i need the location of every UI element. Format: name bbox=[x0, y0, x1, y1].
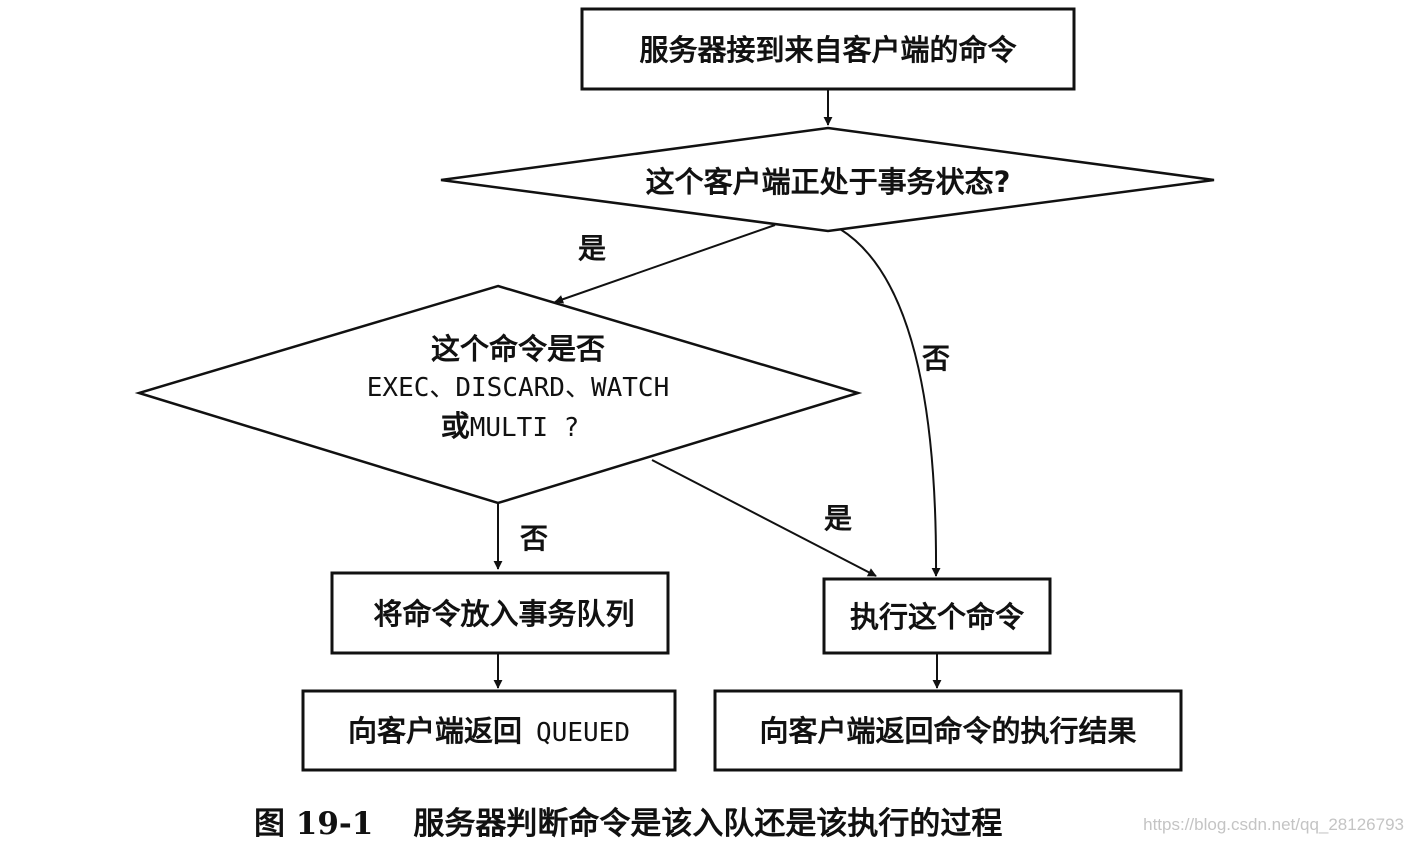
node-special-command-line3-prefix: 或 bbox=[441, 409, 470, 443]
edge-label-special-no: 否 bbox=[520, 522, 548, 555]
node-return-queued-label: 向客户端返回 QUEUED bbox=[348, 714, 630, 748]
node-enqueue-command: 将命令放入事务队列 bbox=[330, 571, 670, 655]
figure-caption: 图 19-1 服务器判断命令是该入队还是该执行的过程 bbox=[254, 806, 1002, 842]
node-return-result: 向客户端返回命令的执行结果 bbox=[713, 689, 1183, 772]
node-return-result-label: 向客户端返回命令的执行结果 bbox=[759, 714, 1136, 748]
node-in-transaction-check: 这个客户端正处于事务状态? bbox=[440, 126, 1215, 233]
node-receive-command-label: 服务器接到来自客户端的命令 bbox=[639, 33, 1017, 67]
node-execute-command-label: 执行这个命令 bbox=[850, 600, 1025, 634]
edge-transaction-no bbox=[839, 228, 941, 577]
node-execute-command: 执行这个命令 bbox=[822, 577, 1052, 655]
node-special-command-check: 这个命令是否 EXEC、DISCARD、WATCH 或MULTI ? bbox=[134, 284, 863, 505]
edge-transaction-yes bbox=[554, 224, 776, 304]
node-return-queued-code: QUEUED bbox=[536, 718, 630, 748]
edge-label-transaction-yes: 是 bbox=[578, 232, 606, 265]
watermark: https://blog.csdn.net/qq_28126793 bbox=[1143, 815, 1404, 834]
node-enqueue-command-label: 将命令放入事务队列 bbox=[373, 597, 634, 631]
figure-caption-number: 图 19-1 bbox=[254, 806, 373, 842]
edge-special-yes bbox=[651, 459, 877, 577]
node-receive-command: 服务器接到来自客户端的命令 bbox=[580, 7, 1076, 91]
node-special-command-line1: 这个命令是否 bbox=[431, 332, 605, 366]
node-in-transaction-check-label: 这个客户端正处于事务状态? bbox=[646, 165, 1011, 199]
node-return-queued-prefix: 向客户端返回 bbox=[348, 714, 522, 748]
node-special-command-line3-code: MULTI ? bbox=[470, 413, 580, 443]
edge-label-transaction-no: 否 bbox=[922, 342, 950, 375]
node-return-queued: 向客户端返回 QUEUED bbox=[301, 689, 677, 772]
node-special-command-line3: 或MULTI ? bbox=[441, 409, 580, 443]
node-special-command-line2: EXEC、DISCARD、WATCH bbox=[367, 373, 669, 403]
edge-label-special-yes: 是 bbox=[824, 502, 852, 535]
figure-caption-text: 服务器判断命令是该入队还是该执行的过程 bbox=[413, 806, 1002, 842]
